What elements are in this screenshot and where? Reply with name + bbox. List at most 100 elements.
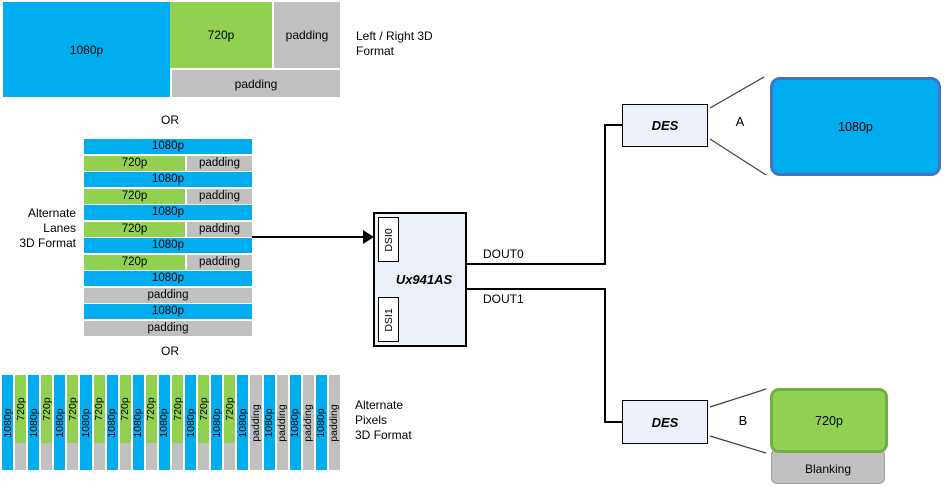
stripe-label: 1080p xyxy=(27,407,40,438)
lane-row: 1080p xyxy=(84,205,252,220)
lane-label: 1080p xyxy=(152,305,184,317)
display-a-label: 1080p xyxy=(838,119,873,134)
pixel-stripe-1080p: 1080p xyxy=(289,375,302,470)
lane-label: padding xyxy=(147,321,189,334)
lane-row: 720p padding xyxy=(84,188,252,204)
stripe-label: 1080p xyxy=(80,407,92,438)
lane-padding-segment: padding xyxy=(187,155,252,171)
stripe-label: padding xyxy=(302,403,315,442)
stripe-label: padding xyxy=(328,403,341,442)
left-right-format-caption: Left / Right 3D Format xyxy=(356,29,433,59)
lane-padding-segment: padding xyxy=(187,188,252,204)
serializer-name: Ux941AS xyxy=(395,272,453,287)
stripe-720p-label: 720p xyxy=(119,397,132,421)
pixel-stripe-1080p: 1080p xyxy=(27,375,40,470)
stripe-720p-region: 720p xyxy=(41,375,53,443)
lane-720p-label: 720p xyxy=(121,156,148,169)
dsi1-port: DSI1 xyxy=(378,297,399,342)
dout0-wire-horizontal xyxy=(467,263,606,265)
lane-padding-segment: padding xyxy=(84,320,252,336)
lr-padding-right-label: padding xyxy=(285,28,329,42)
stripe-720p-region: 720p xyxy=(119,375,132,443)
pixel-stripe-1080p: 1080p xyxy=(236,375,249,470)
pixel-stripe-1080p: 1080p xyxy=(210,375,223,470)
stripe-label: 1080p xyxy=(158,407,171,438)
pixel-stripe-1080p: 1080p xyxy=(158,375,171,470)
lane-720p-label: 720p xyxy=(121,255,148,268)
caption-line: Format xyxy=(356,44,395,58)
display-b-label: 720p xyxy=(815,413,843,428)
pixel-stripe-1080p: 1080p xyxy=(132,375,145,470)
pixel-stripe-1080p: 1080p xyxy=(185,375,197,470)
stripe-label: 1080p xyxy=(236,407,249,438)
stripe-label: 1080p xyxy=(53,407,66,438)
lane-label: 1080p xyxy=(152,239,184,251)
pixel-stripe-720p: 720p xyxy=(14,375,27,470)
lane-padding-label: padding xyxy=(199,189,240,202)
pixel-stripe-720p: 720p xyxy=(67,375,79,470)
lane-row: padding xyxy=(84,320,252,336)
stripe-label: 1080p xyxy=(132,407,145,438)
input-arrow-line xyxy=(252,236,364,238)
stripe-padding-region xyxy=(198,443,210,470)
stripe-720p-label: 720p xyxy=(223,397,236,421)
fan-line-a-upper xyxy=(709,76,765,109)
stripe-720p-label: 720p xyxy=(171,397,184,421)
arrowhead-icon xyxy=(363,230,374,244)
link-a-label: A xyxy=(735,114,745,129)
dsi1-port-label: DSI1 xyxy=(382,307,395,332)
fan-line-b-upper xyxy=(709,388,767,408)
lane-padding-segment: padding xyxy=(187,254,252,270)
stripe-720p-region: 720p xyxy=(145,375,158,443)
pixel-stripe-padding: padding xyxy=(328,375,341,470)
stripe-padding-region xyxy=(15,443,27,470)
alternate-lanes-caption: Alternate Lanes 3D Format xyxy=(6,206,76,251)
lane-1080p-segment: 1080p xyxy=(84,172,252,187)
stripe-label: 1080p xyxy=(210,407,223,438)
stripe-720p-region: 720p xyxy=(171,375,184,443)
caption-line: Alternate xyxy=(27,206,76,220)
dout1-wire-horizontal xyxy=(467,288,606,290)
stripe-label: 1080p xyxy=(289,407,302,438)
dout0-wire-vertical xyxy=(604,124,606,265)
lane-1080p-segment: 1080p xyxy=(84,238,252,253)
lane-label: 1080p xyxy=(152,272,184,284)
lane-720p-label: 720p xyxy=(121,189,148,202)
lane-label: 1080p xyxy=(152,173,184,185)
lr-padding-right-region: padding xyxy=(274,2,340,68)
pixel-stripe-720p: 720p xyxy=(171,375,184,470)
stripe-label: padding xyxy=(250,403,263,442)
left-right-format-block: 1080p 720p padding padding xyxy=(3,2,340,97)
stripe-padding-region xyxy=(119,443,131,470)
stripe-720p-region: 720p xyxy=(197,375,210,443)
lane-720p-segment: 720p xyxy=(84,188,185,204)
lr-720p-region: 720p xyxy=(170,2,272,68)
lane-1080p-segment: 1080p xyxy=(84,271,252,286)
pixel-stripe-720p: 720p xyxy=(93,375,105,470)
pixel-stripe-720p: 720p xyxy=(197,375,210,470)
lane-padding-label: padding xyxy=(199,255,240,268)
lane-label: 1080p xyxy=(152,206,184,218)
stripe-720p-label: 720p xyxy=(197,397,210,421)
blanking-region: Blanking xyxy=(771,449,885,484)
pixel-stripe-1080p: 1080p xyxy=(106,375,118,470)
stripe-720p-label: 720p xyxy=(145,397,158,421)
dsi0-port: DSI0 xyxy=(378,217,399,262)
lane-1080p-segment: 1080p xyxy=(84,304,252,319)
stripe-720p-region: 720p xyxy=(67,375,79,443)
pixel-stripe-720p: 720p xyxy=(119,375,132,470)
lane-row: 1080p xyxy=(84,139,252,154)
pixel-stripe-1080p: 1080p xyxy=(263,375,275,470)
pixel-stripe-padding: padding xyxy=(250,375,263,470)
lane-padding-segment: padding xyxy=(187,221,252,237)
pixel-stripe-720p: 720p xyxy=(41,375,53,470)
lane-padding-label: padding xyxy=(199,222,240,235)
dout0-wire-into-des xyxy=(606,124,622,126)
lane-row: 1080p xyxy=(84,304,252,319)
stripe-padding-region xyxy=(93,443,105,470)
fan-line-a-lower xyxy=(709,138,767,176)
lane-row: 1080p xyxy=(84,271,252,286)
stripe-720p-label: 720p xyxy=(14,397,27,421)
pixel-stripe-padding: padding xyxy=(302,375,315,470)
